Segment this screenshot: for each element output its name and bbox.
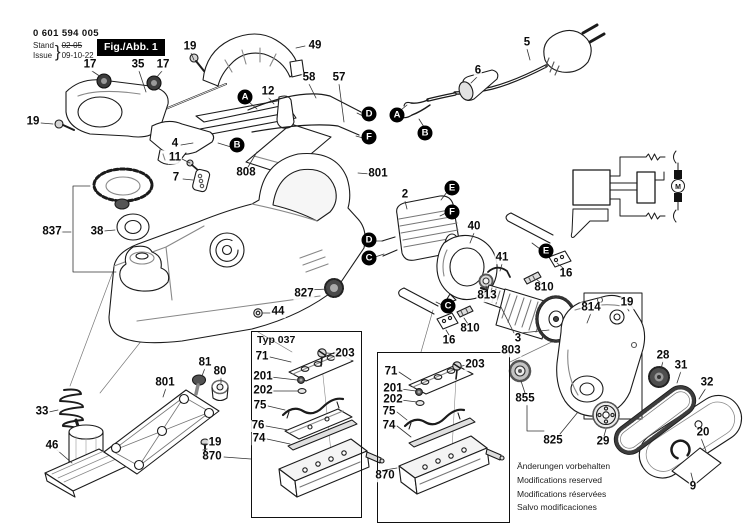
svg-text:M: M: [675, 184, 681, 191]
note-line: Änderungen vorbehalten: [517, 461, 611, 471]
issue-label: Issue: [33, 51, 53, 60]
wiring-schematic: [570, 150, 685, 238]
note-line: Modifications reserved: [517, 474, 603, 485]
modification-notes: Änderungen vorbehalten Modifications res…: [517, 460, 610, 515]
issue-date: 09-10-22: [61, 51, 94, 60]
wire-58-57: [247, 93, 362, 136]
knob-assembly: [92, 167, 170, 292]
cutter-block-box-2: [377, 352, 510, 523]
typ-037-box: Typ 037: [251, 331, 362, 518]
note-line: Salvo modificaciones: [517, 502, 597, 513]
handle-cover: [202, 33, 305, 87]
wire-clip-groups: [398, 212, 572, 330]
old-date: 02-05: [61, 41, 83, 50]
typ-037-label: Typ 037: [257, 334, 296, 346]
belt-drive: [592, 366, 743, 487]
fan-guard: [436, 234, 511, 305]
front-cover: [54, 53, 227, 138]
note-line: Modifications réservées: [517, 488, 607, 499]
gear-housing: [508, 292, 646, 420]
stand-label: Stand: [33, 41, 54, 50]
adjuster-assembly: [149, 95, 297, 193]
part-number: 0 601 594 005: [33, 28, 99, 39]
revision-block: Stand Issue } 02-05 09-10-22: [33, 41, 99, 61]
revision-brace: }: [54, 41, 61, 61]
base-assembly: [44, 374, 229, 498]
power-cord: [400, 23, 606, 119]
motor-symbol: M: [675, 184, 681, 191]
title-block: 0 601 594 005 Stand Issue } 02-05 09-10-…: [33, 28, 99, 61]
figure-badge: Fig./Abb. 1: [97, 39, 165, 56]
cutter-block-2: [398, 361, 505, 495]
